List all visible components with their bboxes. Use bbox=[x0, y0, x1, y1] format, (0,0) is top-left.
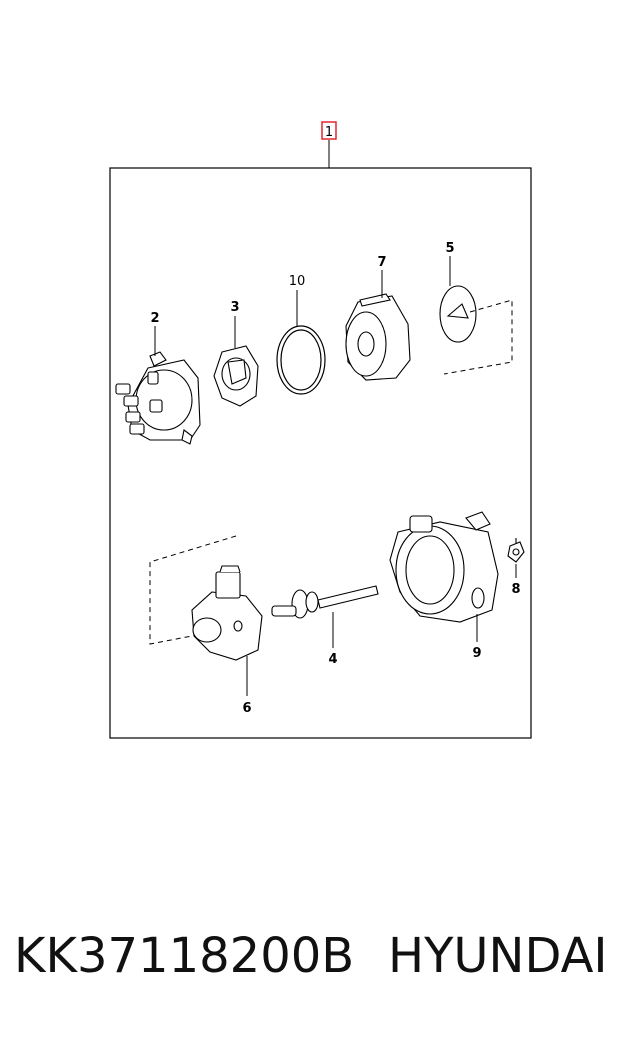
cover-part[interactable] bbox=[345, 293, 411, 381]
o-ring-part[interactable] bbox=[276, 325, 326, 395]
part-8-callout: 8 bbox=[511, 582, 520, 597]
assembly-frame bbox=[109, 167, 532, 739]
part-number-text: KK37118200B bbox=[14, 928, 355, 984]
caption-bar: KK37118200B HYUNDAI bbox=[0, 928, 637, 992]
housing-part[interactable] bbox=[389, 511, 499, 623]
sensor-part[interactable] bbox=[191, 565, 263, 661]
part-4-callout: 4 bbox=[328, 652, 337, 667]
brand-text: HYUNDAI bbox=[388, 928, 608, 984]
assembly-callout-label: 1 bbox=[325, 125, 333, 140]
part-3-callout: 3 bbox=[230, 300, 239, 315]
part-10-callout: 10 bbox=[289, 274, 306, 289]
plate-part[interactable] bbox=[439, 285, 477, 343]
clip-part[interactable] bbox=[507, 538, 525, 563]
part-7-callout: 7 bbox=[377, 255, 386, 270]
rotor-part[interactable] bbox=[213, 345, 259, 407]
part-2-callout: 2 bbox=[150, 311, 159, 326]
lower-dashed-guide bbox=[149, 535, 237, 645]
shaft-part[interactable] bbox=[271, 585, 379, 619]
part-5-callout: 5 bbox=[445, 241, 454, 256]
part-9-callout: 9 bbox=[472, 646, 481, 661]
distributor-cap-part[interactable] bbox=[115, 351, 201, 445]
upper-dashed-guide bbox=[443, 299, 513, 375]
part-6-callout: 6 bbox=[242, 701, 251, 716]
assembly-callout-box[interactable] bbox=[321, 121, 337, 140]
